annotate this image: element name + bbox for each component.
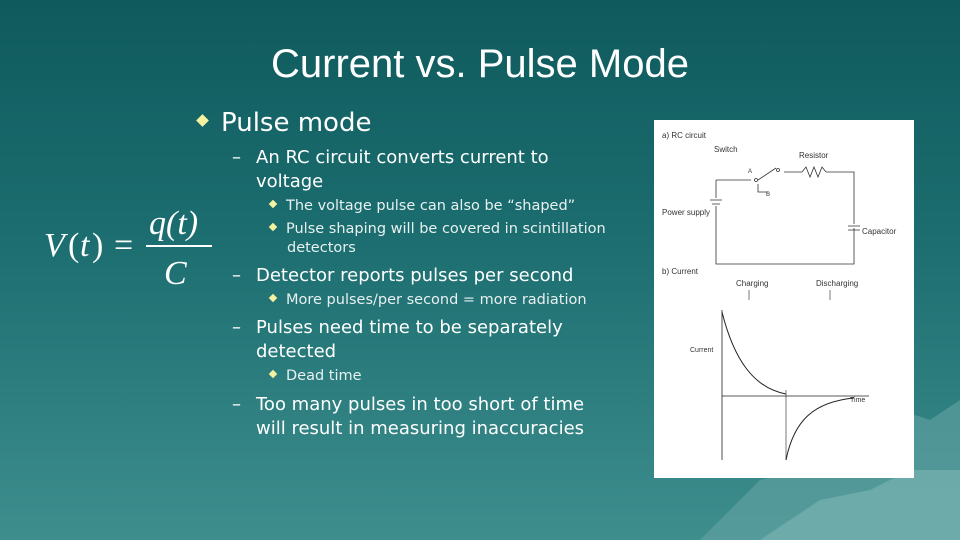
bullet-pulse-mode: Pulse mode	[196, 108, 372, 138]
voltage-formula: V ( t ) = q(t) C	[44, 205, 212, 292]
formula-open-paren: (	[68, 227, 79, 264]
diamond-bullet-icon	[268, 369, 278, 379]
diamond-bullet-icon	[268, 293, 278, 303]
formula-numerator: q(t)	[149, 205, 198, 242]
diamond-bullet-icon	[268, 222, 278, 232]
current-plot	[721, 290, 869, 461]
item-separately-detected: –Pulses need time to be separately detec…	[232, 317, 563, 362]
formula-v: V	[44, 227, 69, 264]
label-time-axis: Time	[850, 397, 865, 404]
dash-marker: –	[232, 147, 241, 168]
dash-marker: –	[232, 265, 241, 286]
circuit-schematic	[710, 165, 860, 265]
formula-denominator: C	[164, 255, 187, 292]
label-switch: Switch	[714, 145, 738, 154]
subitem-radiation: More pulses/per second = more radiation	[268, 291, 587, 310]
diamond-bullet-icon	[196, 114, 209, 127]
bullet-pulse-mode-text: Pulse mode	[221, 108, 372, 138]
label-power-supply: Power supply	[662, 208, 710, 217]
label-current-axis: Current	[690, 347, 713, 354]
label-capacitor: Capacitor	[862, 227, 897, 236]
label-charging: Charging	[736, 279, 768, 288]
dash-marker: –	[232, 394, 241, 415]
label-resistor: Resistor	[799, 151, 829, 160]
label-current-section: b) Current	[662, 267, 699, 276]
dash-marker: –	[232, 317, 241, 338]
formula-t: t	[80, 227, 91, 264]
label-switch-a: A	[748, 169, 752, 175]
diamond-bullet-icon	[268, 199, 278, 209]
formula-equals: =	[114, 227, 133, 264]
slide-title: Current vs. Pulse Mode	[271, 42, 689, 86]
subitem-shaped: The voltage pulse can also be “shaped”	[268, 197, 575, 216]
item-pulses-per-second: –Detector reports pulses per second	[232, 265, 574, 286]
label-rc-circuit: a) RC circuit	[662, 131, 707, 140]
formula-close-paren: )	[92, 227, 103, 264]
subitem-shaping: Pulse shaping will be covered in scintil…	[268, 220, 606, 258]
label-discharging: Discharging	[816, 279, 858, 288]
label-switch-b: B	[766, 192, 770, 198]
item-rc-circuit: –An RC circuit converts current to volta…	[232, 147, 549, 192]
item-inaccuracies: –Too many pulses in too short of time wi…	[232, 394, 585, 439]
subitem-dead-time: Dead time	[268, 367, 362, 386]
rc-circuit-figure: a) RC circuit Switch Resistor A B Power …	[654, 120, 914, 478]
